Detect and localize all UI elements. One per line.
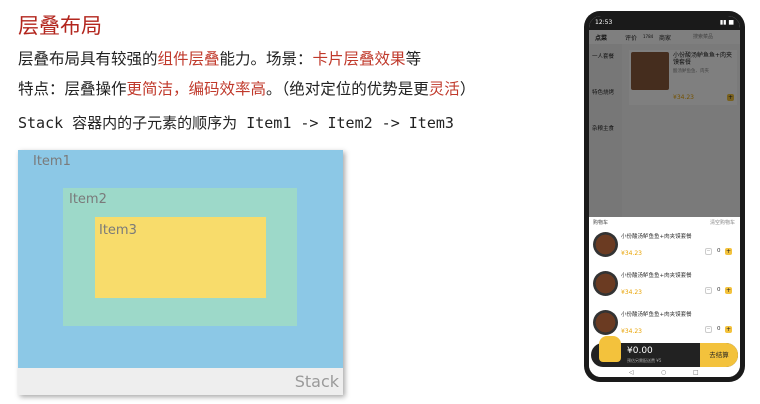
plus-icon[interactable]: + <box>725 326 732 333</box>
clear-cart-button[interactable]: 清空购物车 <box>709 220 735 226</box>
cart-item-price: ¥34.23 <box>621 328 642 335</box>
minus-icon[interactable]: − <box>705 287 712 294</box>
stack-item-3: Item3 <box>95 217 266 298</box>
highlight-text: 卡片层叠效果 <box>312 50 406 68</box>
item3-label: Item3 <box>99 223 137 238</box>
recent-apps-icon[interactable]: □ <box>693 369 699 376</box>
description-line-2: 特点：层叠操作更简洁，编码效率高。（绝对定位的优势是更灵活） <box>18 77 475 99</box>
checkout-bar: ¥0.00 预估另需配送费 ¥5 去结算 <box>591 336 738 367</box>
cart-panel: 购物车 清空购物车 小份酸汤鲈鱼鱼+肉夹馍套餐 ¥34.23 − 0 + 小份酸… <box>589 217 740 377</box>
stack-label: Stack <box>294 372 339 391</box>
text: 能力。场景： <box>219 50 313 68</box>
cart-item-qty: 0 <box>717 326 721 332</box>
cart-item: 小份酸汤鲈鱼鱼+肉夹馍套餐 ¥34.23 − 0 + <box>589 307 740 345</box>
cart-item: 小份酸汤鲈鱼鱼+肉夹馍套餐 ¥34.23 − 0 + <box>589 229 740 267</box>
plus-icon[interactable]: + <box>725 248 732 255</box>
cart-item-name: 小份酸汤鲈鱼鱼+肉夹馍套餐 <box>621 273 692 279</box>
battery-icon: ▮▮ ■ <box>719 19 734 26</box>
text: 等 <box>405 50 422 68</box>
menu-area: 点菜 评价 1784 商家 搜索菜品 一人套餐 特色烧烤 杂粮主食 小份酸汤鲈鱼… <box>589 30 740 217</box>
highlight-text: 灵活 <box>428 80 460 98</box>
checkout-button[interactable]: 去结算 <box>700 343 738 367</box>
mascot-icon <box>599 336 621 362</box>
cart-item-name: 小份酸汤鲈鱼鱼+肉夹馍套餐 <box>621 234 692 240</box>
text: 特点：层叠操作 <box>18 80 127 98</box>
phone-screen: 12:53 ▮▮ ■ 点菜 评价 1784 商家 搜索菜品 一人套餐 特色烧烤 … <box>589 16 740 377</box>
cart-item-price: ¥34.23 <box>621 250 642 257</box>
status-bar: 12:53 ▮▮ ■ <box>589 16 740 30</box>
highlight-text: 组件层叠 <box>157 50 220 68</box>
cart-item-price: ¥34.23 <box>621 289 642 296</box>
overlay-mask[interactable] <box>589 30 740 217</box>
minus-icon[interactable]: − <box>705 248 712 255</box>
plus-icon[interactable]: + <box>725 287 732 294</box>
description-line-3: Stack 容器内的子元素的顺序为 Item1 -> Item2 -> Item… <box>18 114 454 132</box>
home-icon[interactable]: ○ <box>661 369 667 376</box>
food-image <box>593 232 618 257</box>
delivery-fee-note: 预估另需配送费 ¥5 <box>627 358 662 363</box>
page-title: 层叠布局 <box>18 14 102 38</box>
cart-item-qty: 0 <box>717 287 721 293</box>
status-time: 12:53 <box>595 19 613 26</box>
highlight-text: 更简洁，编码效率高 <box>126 80 267 98</box>
item1-label: Item1 <box>33 154 71 169</box>
text: 。（绝对定位的优势是更 <box>266 80 429 98</box>
stack-container: Item1 Item2 Item3 Stack <box>18 150 343 395</box>
system-nav-bar: ◁ ○ □ <box>589 369 740 377</box>
cart-item: 小份酸汤鲈鱼鱼+肉夹馍套餐 ¥34.23 − 0 + <box>589 268 740 306</box>
description-line-1: 层叠布局具有较强的组件层叠能力。场景：卡片层叠效果等 <box>18 47 421 69</box>
item2-label: Item2 <box>69 192 107 207</box>
food-image <box>593 310 618 335</box>
back-icon[interactable]: ◁ <box>629 369 634 376</box>
text: ） <box>459 80 476 98</box>
cart-title: 购物车 <box>593 220 609 226</box>
food-image <box>593 271 618 296</box>
cart-item-qty: 0 <box>717 248 721 254</box>
cart-item-name: 小份酸汤鲈鱼鱼+肉夹馍套餐 <box>621 312 692 318</box>
minus-icon[interactable]: − <box>705 326 712 333</box>
cart-total: ¥0.00 <box>627 346 653 356</box>
phone-mockup: 12:53 ▮▮ ■ 点菜 评价 1784 商家 搜索菜品 一人套餐 特色烧烤 … <box>584 11 745 382</box>
text: 层叠布局具有较强的 <box>18 50 158 68</box>
